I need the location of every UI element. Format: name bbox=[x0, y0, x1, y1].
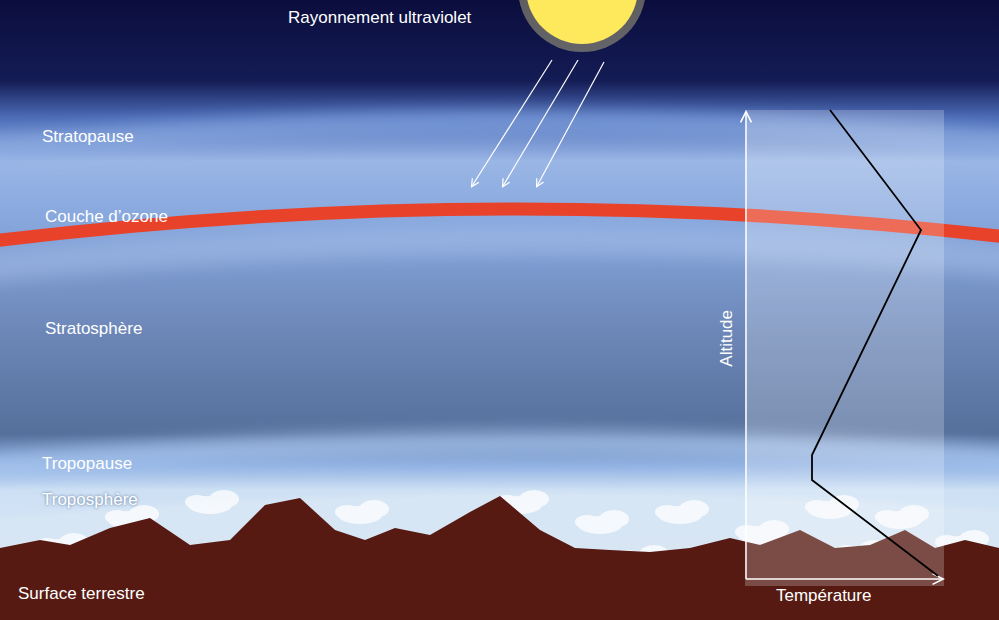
cloud-puff bbox=[655, 505, 679, 519]
cloud bbox=[185, 490, 239, 514]
layer-label: Troposphère bbox=[42, 491, 138, 510]
graph-panel bbox=[745, 110, 944, 586]
cloud bbox=[575, 510, 629, 534]
cloud bbox=[655, 500, 709, 524]
cloud-puff bbox=[105, 510, 129, 524]
temperature-axis bbox=[746, 578, 942, 580]
cloud-puff bbox=[519, 490, 549, 508]
layer-label: Tropopause bbox=[42, 455, 132, 474]
uv-rays bbox=[472, 60, 604, 186]
layer-label: Couche d’ozone bbox=[45, 208, 168, 227]
cloud-puff bbox=[335, 505, 359, 519]
cloud-puff bbox=[185, 495, 209, 509]
layer-label: Stratosphère bbox=[45, 320, 142, 339]
cloud-puff bbox=[599, 510, 629, 528]
uv-ray bbox=[503, 60, 578, 186]
cloud-puff bbox=[359, 500, 389, 518]
ground-label: Surface terrestre bbox=[18, 585, 145, 604]
altitude-axis bbox=[745, 113, 747, 579]
layer-label: Stratopause bbox=[42, 128, 134, 147]
axis-label: Altitude bbox=[718, 310, 737, 367]
cloud-puff bbox=[679, 500, 709, 518]
cloud-puff bbox=[209, 490, 239, 508]
temperature-profile bbox=[812, 110, 938, 576]
radiation-label: Rayonnement ultraviolet bbox=[288, 9, 471, 28]
uv-ray bbox=[537, 62, 604, 186]
axis-label: Température bbox=[776, 587, 871, 606]
cloud bbox=[335, 500, 389, 524]
sun-glow bbox=[518, 0, 646, 52]
cloud-puff bbox=[575, 515, 599, 529]
